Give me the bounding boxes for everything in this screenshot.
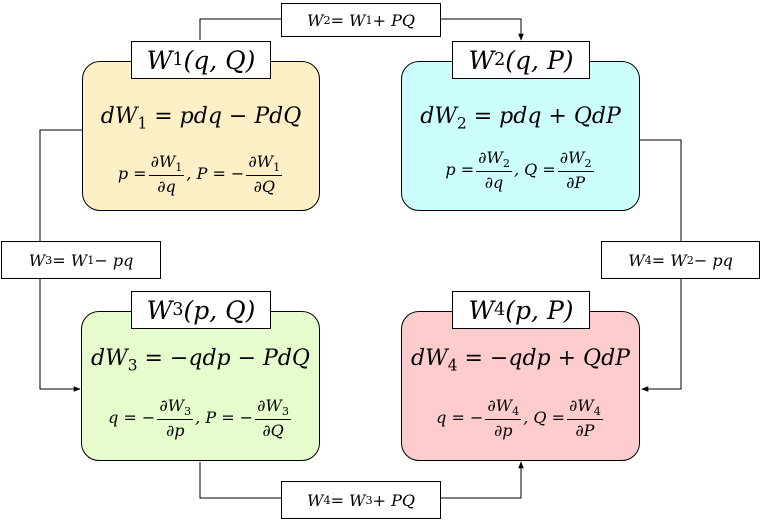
differential-w3: dW3 = −qdp − PdQ <box>91 346 310 375</box>
box-w3: dW3 = −qdp − PdQ q = − ∂W3∂p , P = − ∂W3… <box>81 311 320 461</box>
differential-w2: dW2 = pdq + QdP <box>420 104 621 133</box>
partials-w3: q = − ∂W3∂p , P = − ∂W3∂Q <box>108 396 291 440</box>
box-w4: dW4 = −qdp + QdP q = − ∂W4∂p , Q = ∂W4∂P <box>401 311 640 461</box>
partials-w2: p = ∂W2∂q , Q = ∂W2∂P <box>445 148 594 192</box>
differential-w4: dW4 = −qdp + QdP <box>411 346 630 375</box>
box-w1: dW1 = pdq − PdQ p = ∂W1∂q , P = − ∂W1∂Q <box>82 61 320 211</box>
partials-w4: q = − ∂W4∂p , Q = ∂W4∂P <box>436 396 603 440</box>
differential-w1: dW1 = pdq − PdQ <box>100 104 302 133</box>
box-w2: dW2 = pdq + QdP p = ∂W2∂q , Q = ∂W2∂P <box>401 61 640 211</box>
partials-w1: p = ∂W1∂q , P = − ∂W1∂Q <box>117 152 283 196</box>
